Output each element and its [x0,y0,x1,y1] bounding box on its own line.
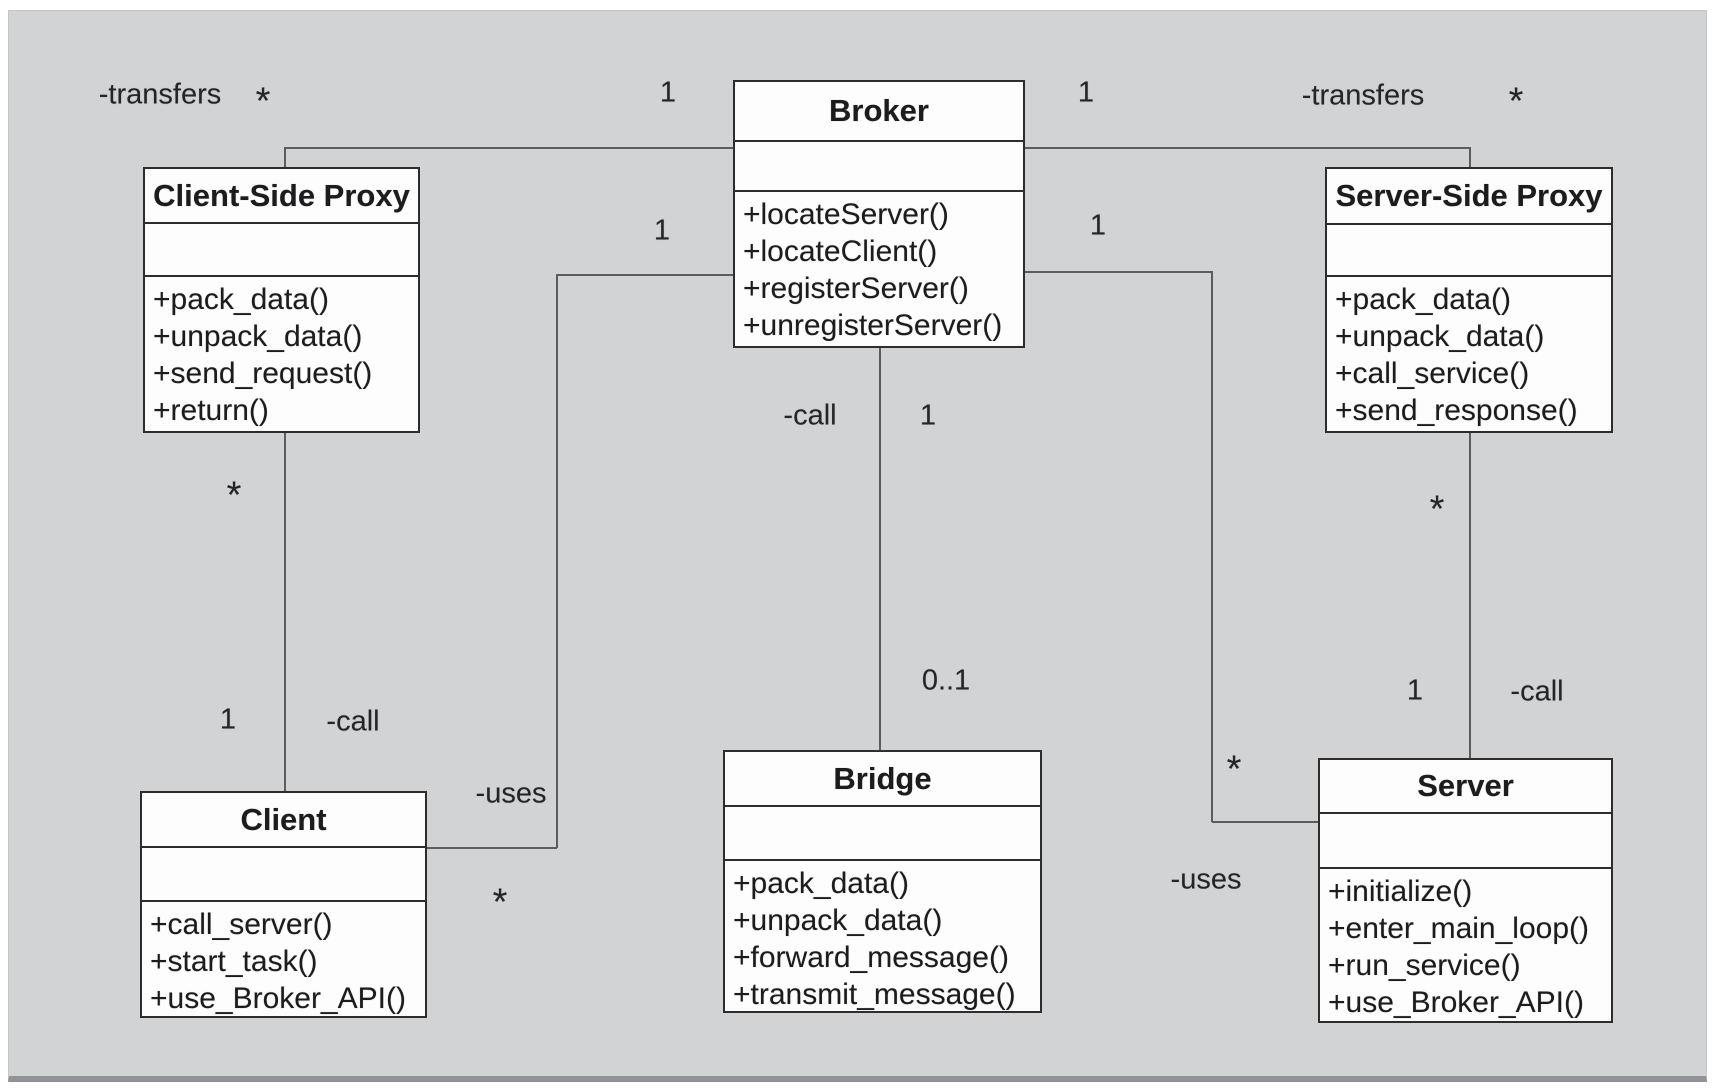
role-label-call-left: -call [326,705,380,738]
multiplicity-label-one-call-left: 1 [219,703,237,736]
class-attributes-server-side-proxy [1327,223,1611,275]
class-title-client-side-proxy: Client-Side Proxy [153,177,410,213]
class-method: +call_service() [1335,357,1530,390]
class-methods-server: +initialize() +enter_main_loop() +run_se… [1320,867,1611,1021]
role-label-call-broker: -call [783,399,837,432]
class-method: +run_service() [1328,949,1521,982]
association-transfers-left-stub [284,147,286,168]
class-method: +start_task() [150,945,318,978]
class-box-server-side-proxy: Server-Side Proxy +pack_data() +unpack_d… [1325,167,1613,433]
association-uses-right-v [1211,271,1213,822]
association-call-left-line [284,433,286,791]
class-method: +locateClient() [743,235,938,268]
class-methods-broker: +locateServer() +locateClient() +registe… [735,190,1023,346]
class-method: +registerServer() [743,272,969,305]
association-broker-bridge-line [879,348,881,750]
class-title-client: Client [240,801,327,837]
class-method: +use_Broker_API() [1328,986,1584,1019]
class-method: +unpack_data() [1335,320,1545,353]
class-attributes-server [1320,812,1611,867]
class-box-bridge: Bridge +pack_data() +unpack_data() +forw… [723,750,1042,1013]
class-method: +unpack_data() [733,904,943,937]
class-method: +locateServer() [743,198,949,231]
association-transfers-right-line [1025,147,1470,149]
multiplicity-label-star-call-left: * [226,474,242,517]
multiplicity-label-star-uses-right: * [1226,748,1242,791]
multiplicity-label-one-call-right: 1 [1406,674,1424,707]
class-attributes-client-side-proxy [145,222,418,275]
association-uses-left-h2 [427,847,557,849]
class-box-client: Client +call_server() +start_task() +use… [140,791,427,1018]
class-method: +unpack_data() [153,320,363,353]
class-box-broker: Broker +locateServer() +locateClient() +… [733,80,1025,348]
class-methods-bridge: +pack_data() +unpack_data() +forward_mes… [725,859,1040,1011]
class-method: +transmit_message() [733,978,1016,1011]
class-method: +pack_data() [1335,283,1511,316]
multiplicity-label-star-uses-left: * [492,881,508,924]
role-label-call-right: -call [1510,675,1564,708]
multiplicity-label-zero-one-bridge: 0..1 [921,664,971,697]
multiplicity-label-one-uses-right: 1 [1089,209,1107,242]
multiplicity-label-star-call-right: * [1429,488,1445,531]
class-attributes-client [142,846,425,900]
class-method: +send_request() [153,357,373,390]
class-method: +call_server() [150,908,333,941]
multiplicity-label-one-left-top: 1 [659,76,677,109]
association-transfers-left-line [285,147,733,149]
class-methods-client: +call_server() +start_task() +use_Broker… [142,900,425,1016]
class-method: +send_response() [1335,394,1578,427]
association-uses-left-v [556,274,558,848]
class-method: +unregisterServer() [743,309,1003,342]
association-transfers-right-stub [1469,147,1471,168]
class-methods-client-side-proxy: +pack_data() +unpack_data() +send_reques… [145,275,418,431]
association-call-right-line [1469,433,1471,758]
role-label-transfers-right: -transfers [1301,79,1425,112]
association-uses-left-h1 [557,274,733,276]
class-title-server: Server [1417,768,1514,803]
class-method: +use_Broker_API() [150,982,406,1015]
role-label-uses-left: -uses [475,777,547,810]
class-title-server-side-proxy: Server-Side Proxy [1335,178,1603,213]
role-label-transfers-left: -transfers [98,78,222,111]
class-method: +initialize() [1328,875,1473,908]
multiplicity-label-one-right-top: 1 [1077,76,1095,109]
association-uses-right-h1 [1025,271,1212,273]
class-title-broker: Broker [829,93,929,128]
class-method: +pack_data() [733,867,909,900]
class-method: +forward_message() [733,941,1009,974]
role-label-uses-right: -uses [1170,863,1242,896]
multiplicity-label-one-uses-left: 1 [653,214,671,247]
class-method: +return() [153,394,269,427]
association-uses-right-h2 [1212,821,1319,823]
class-methods-server-side-proxy: +pack_data() +unpack_data() +call_servic… [1327,275,1611,431]
multiplicity-label-star-right-top: * [1508,80,1524,123]
class-attributes-broker [735,140,1023,190]
multiplicity-label-one-broker: 1 [919,399,937,432]
class-method: +enter_main_loop() [1328,912,1589,945]
multiplicity-label-star-left-top: * [255,80,271,123]
class-box-server: Server +initialize() +enter_main_loop() … [1318,758,1613,1023]
class-method: +pack_data() [153,283,329,316]
class-box-client-side-proxy: Client-Side Proxy +pack_data() +unpack_d… [143,167,420,433]
class-attributes-bridge [725,805,1040,859]
class-title-bridge: Bridge [833,760,932,796]
